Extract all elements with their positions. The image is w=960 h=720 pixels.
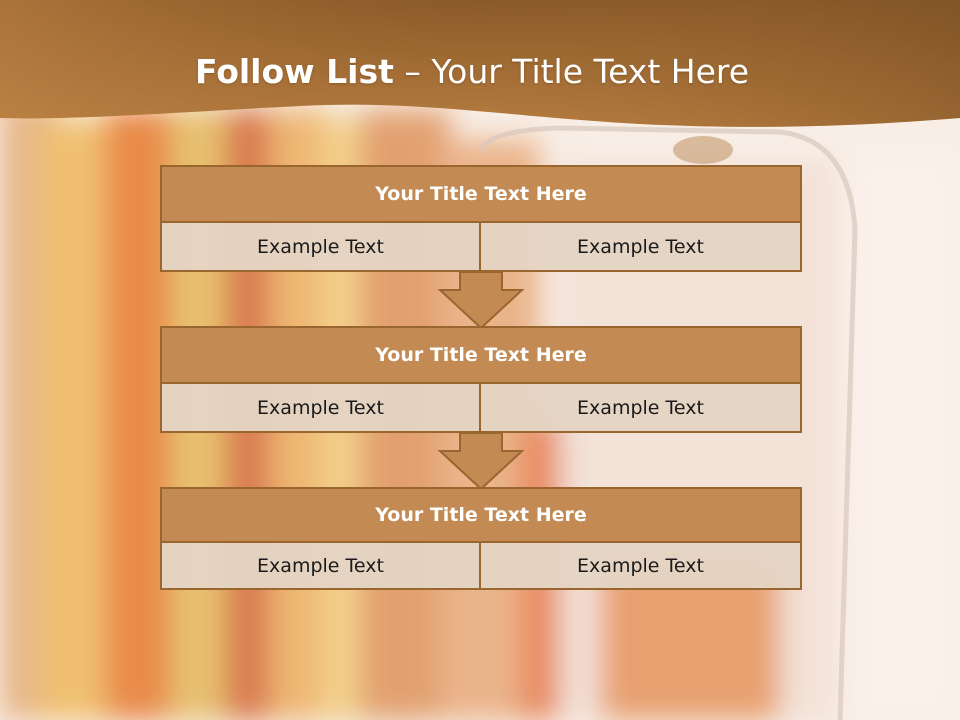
slide-title: Follow List – Your Title Text Here <box>0 52 944 91</box>
down-arrow-icon <box>438 432 524 491</box>
list-step-3: Your Title Text Here Example Text Exampl… <box>160 487 802 590</box>
step-title: Your Title Text Here <box>160 165 802 223</box>
list-step-1: Your Title Text Here Example Text Exampl… <box>160 165 802 272</box>
step-cell-right: Example Text <box>481 543 802 590</box>
step-cell-right: Example Text <box>481 223 802 272</box>
step-title: Your Title Text Here <box>160 326 802 384</box>
step-cell-left: Example Text <box>160 223 481 272</box>
step-cell-left: Example Text <box>160 543 481 590</box>
slide-title-rest: – Your Title Text Here <box>393 52 750 91</box>
down-arrow-icon <box>438 271 524 330</box>
slide-title-bold: Follow List <box>194 52 394 91</box>
step-title: Your Title Text Here <box>160 487 802 543</box>
list-step-2: Your Title Text Here Example Text Exampl… <box>160 326 802 433</box>
step-cell-left: Example Text <box>160 384 481 433</box>
step-cell-right: Example Text <box>481 384 802 433</box>
